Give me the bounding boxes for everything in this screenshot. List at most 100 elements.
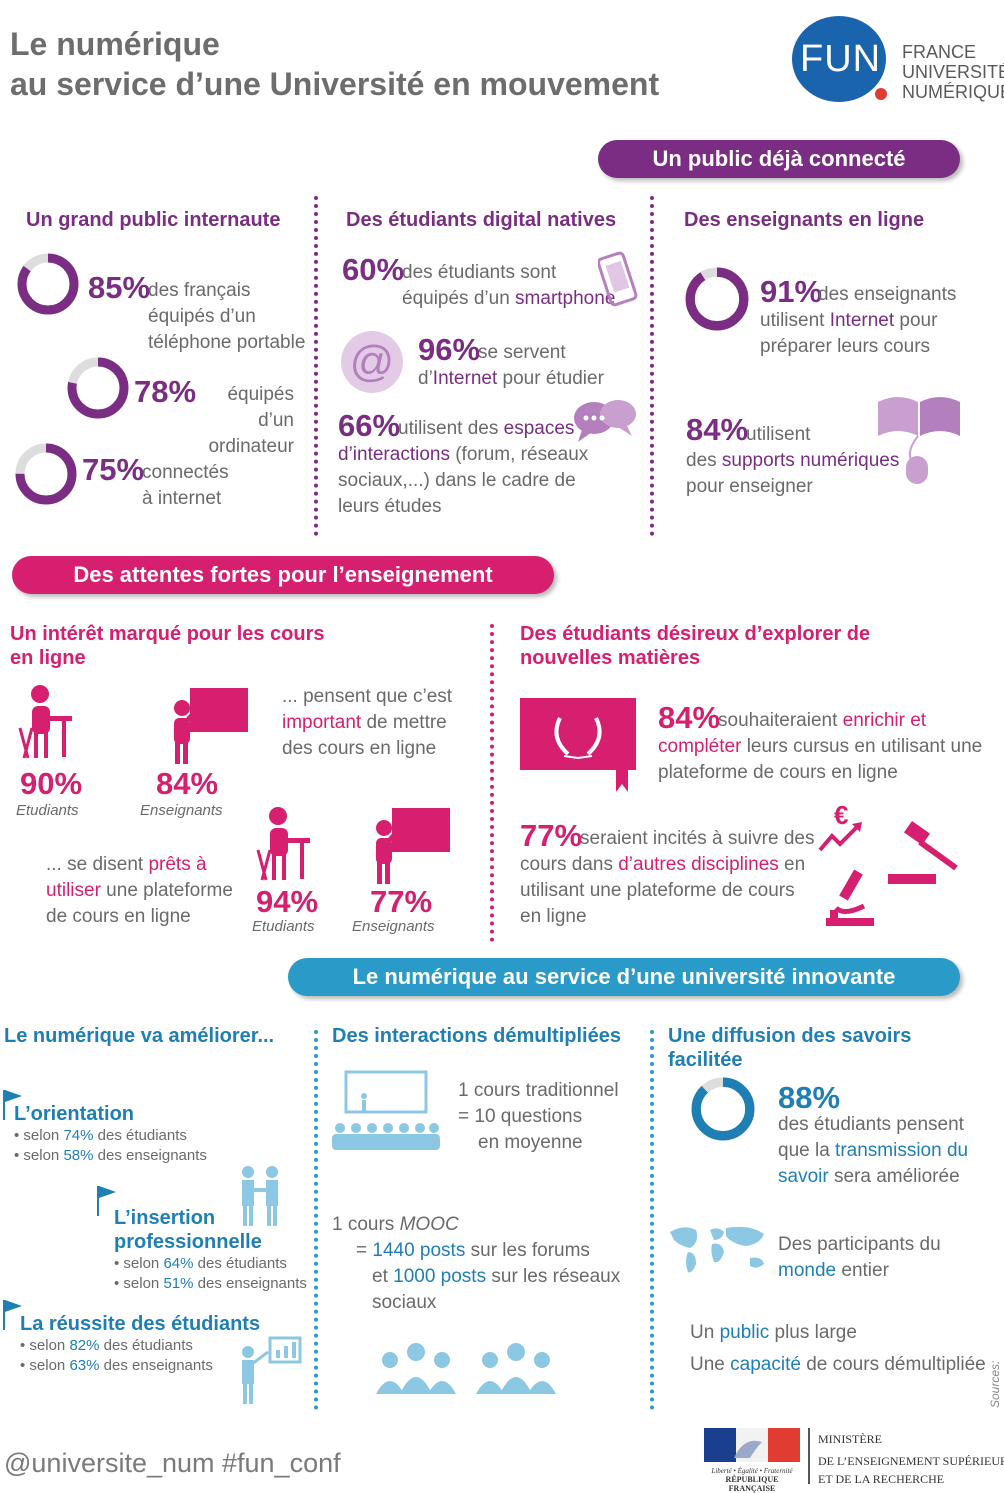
student-desk-icon	[18, 684, 76, 769]
item-bullets: • selon 64% des étudiants • selon 51% de…	[114, 1255, 307, 1292]
at-symbol: @	[350, 337, 395, 386]
stat-value: 88%	[778, 1080, 841, 1115]
microscope-icon	[824, 866, 880, 933]
classroom-icon	[330, 1070, 442, 1159]
banner-public-connecte: Un public déjà connecté	[598, 140, 960, 178]
stat-text: d’Internet pour étudier	[418, 368, 604, 389]
stat-text: se servent	[478, 342, 566, 363]
stat-value: 84%	[156, 766, 219, 801]
at-icon: @	[340, 330, 404, 399]
stat-caption: Etudiants	[252, 918, 315, 935]
stat-value: 60%	[342, 252, 405, 287]
stat-caption: Enseignants	[352, 918, 435, 935]
stat-text: des étudiants sont équipés d’un smartpho…	[402, 262, 616, 309]
social-handle: @universite_num #fun_conf	[4, 1448, 341, 1478]
stat-text: utilisent des espaces	[398, 418, 575, 439]
stat-value: 84%	[686, 412, 749, 447]
stat-value: 78%	[134, 374, 197, 409]
stat-text: cours dans d’autres disciplines en utili…	[520, 854, 806, 927]
stat-text: Un public plus large	[690, 1322, 857, 1343]
heading-grand-public: Un grand public internaute	[26, 209, 281, 231]
stat-text: connectés à internet	[142, 462, 229, 509]
stat-value: 77%	[370, 884, 433, 919]
stat-value: 66%	[338, 408, 401, 443]
divider	[314, 196, 318, 536]
stat-text: ... pensent que c’est important de mettr…	[282, 686, 453, 759]
stat-value: 85%	[88, 270, 151, 305]
fun-logo-mark: FUN	[800, 38, 882, 80]
stat-text: des supports numériques pour enseigner	[686, 450, 900, 497]
donut-icon	[690, 1076, 756, 1147]
divider	[490, 624, 494, 942]
people-group-icon	[372, 1340, 562, 1401]
stat-value: 90%	[20, 766, 83, 801]
title-line-2: au service d’une Université en mouvement	[10, 66, 660, 102]
divider	[314, 1030, 318, 1410]
banner-attentes: Des attentes fortes pour l’enseignement	[12, 556, 554, 594]
fun-logo-text: FRANCE UNIVERSITÉ NUMÉRIQUE	[902, 42, 1004, 102]
stat-text: ... se disent prêts à utiliser une plate…	[46, 854, 233, 927]
teacher-board-icon	[164, 686, 250, 771]
student-desk-icon	[256, 806, 314, 891]
donut-icon	[66, 356, 130, 425]
handshake-icon	[238, 1164, 282, 1233]
heading-numerique-ameliorer: Le numérique va améliorer...	[4, 1025, 275, 1047]
stat-text: équipés d’un ordinateur	[208, 384, 294, 457]
title-line-1: Le numérique	[10, 26, 220, 62]
ministry-name: MINISTÈRE DE L’ENSEIGNEMENT SUPÉRIEUR ET…	[818, 1432, 1004, 1486]
banner-universite-innovante: Le numérique au service d’une université…	[288, 958, 960, 996]
item-title: L’orientation	[14, 1103, 134, 1125]
fun-logo-dot	[875, 88, 887, 100]
diploma-laurel-icon	[520, 698, 636, 799]
smartphone-icon	[596, 248, 642, 315]
stat-text: utilisent	[746, 424, 811, 445]
stat-text: d’interactions (forum, réseaux sociaux,.…	[338, 444, 589, 517]
stat-text: utilisent Internet pour préparer leurs c…	[760, 310, 938, 357]
stat-value: 75%	[82, 452, 145, 487]
presenter-chart-icon	[234, 1334, 304, 1411]
world-map-icon	[666, 1222, 770, 1283]
flag-icon	[2, 1298, 24, 1337]
heading-diffusion: Une diffusion des savoirs facilitée	[668, 1025, 912, 1071]
stat-value: 96%	[418, 332, 481, 367]
divider	[650, 196, 654, 536]
stat-value: 77%	[520, 818, 583, 853]
flag-icon	[96, 1184, 118, 1223]
heading-interet-cours: Un intérêt marqué pour les cours en lign…	[10, 623, 325, 669]
gavel-icon	[886, 820, 966, 895]
donut-icon	[684, 266, 750, 337]
stat-text: des français équipés d’un téléphone port…	[148, 280, 306, 353]
item-title: L’insertion professionnelle	[114, 1207, 262, 1253]
stat-text: 1 cours traditionnel = 10 questions en m…	[458, 1080, 619, 1153]
fun-logo	[792, 16, 886, 102]
page-title: Le numérique au service d’une Université…	[10, 24, 659, 104]
euro-symbol: €	[834, 800, 848, 830]
stat-value: 94%	[256, 884, 319, 919]
donut-icon	[14, 442, 78, 511]
heading-interactions: Des interactions démultipliées	[332, 1025, 621, 1047]
stat-value: 84%	[658, 700, 721, 735]
donut-icon	[16, 252, 80, 321]
heading-etudiants-digital: Des étudiants digital natives	[346, 209, 617, 231]
stat-text: seraient incités à suivre des	[580, 828, 815, 849]
chat-bubbles-icon	[572, 398, 638, 451]
item-title: La réussite des étudiants	[20, 1313, 261, 1335]
stat-caption: Etudiants	[16, 802, 79, 819]
sources-note: Sources:	[988, 1360, 1002, 1408]
item-bullets: • selon 74% des étudiants • selon 58% de…	[14, 1127, 207, 1164]
stat-text: 1 cours MOOC = 1440 posts sur les forums…	[332, 1214, 621, 1313]
heading-etudiants-explorer: Des étudiants désireux d’explorer de nou…	[520, 623, 871, 669]
logo-divider	[808, 1428, 810, 1484]
flag-icon	[2, 1088, 24, 1127]
stat-text: des étudiants pensent que la transmissio…	[778, 1114, 969, 1187]
book-mouse-icon	[874, 384, 964, 493]
stat-text: Des participants du monde entier	[778, 1234, 941, 1281]
stat-text: souhaiteraient enrichir et	[718, 710, 927, 731]
marianne-logo: Liberté • Égalité • Fraternité RÉPUBLIQU…	[704, 1428, 800, 1493]
teacher-board-icon	[366, 806, 452, 891]
stat-text: des enseignants	[818, 284, 957, 305]
stat-text: Une capacité de cours démultipliée	[690, 1354, 986, 1375]
stat-caption: Enseignants	[140, 802, 223, 819]
heading-enseignants-ligne: Des enseignants en ligne	[684, 209, 925, 231]
stat-text: compléter leurs cursus en utilisant une …	[658, 736, 983, 783]
